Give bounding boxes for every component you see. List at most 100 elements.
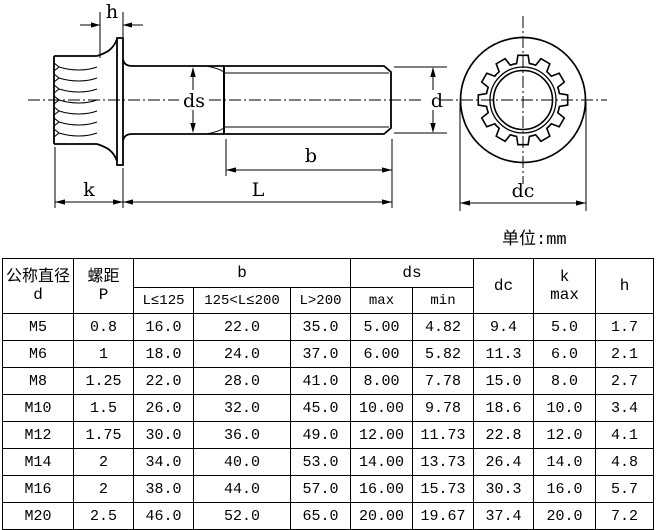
table-cell: 53.0 — [289, 448, 352, 476]
bolt-side-view — [28, 37, 452, 166]
col-header-k: k max — [533, 258, 597, 314]
table-cell: 4.1 — [595, 421, 655, 449]
col-header-dc: dc — [473, 258, 535, 314]
drawing-svg: h ds d b L k — [28, 1, 607, 211]
table-cell: M16 — [2, 475, 74, 503]
table-cell: 15.0 — [473, 367, 535, 395]
dimension-label-ds: ds — [183, 90, 205, 112]
col-header-line: 公称直径 — [5, 267, 70, 286]
bore-circle-inner — [492, 69, 554, 131]
table-cell: 41.0 — [289, 367, 352, 395]
table-cell: 0.8 — [73, 313, 134, 341]
arrowhead — [123, 199, 133, 205]
table-cell: 1.25 — [73, 367, 134, 395]
table-cell: 22.0 — [193, 313, 291, 341]
table-cell: 45.0 — [289, 394, 352, 422]
dimension-label-h: h — [106, 1, 118, 23]
bolt-shank — [122, 58, 224, 142]
arrowhead — [113, 199, 123, 205]
table-cell: 19.67 — [412, 502, 475, 530]
dimension-label-dc: dc — [512, 180, 535, 202]
table-cell: 6.00 — [350, 340, 414, 368]
arrowhead — [382, 167, 392, 173]
col-header-b-le-125: L≤125 — [133, 287, 194, 314]
table-cell: 15.73 — [412, 475, 475, 503]
table-cell: 5.82 — [412, 340, 475, 368]
dimension-dc: dc — [459, 102, 587, 211]
table-cell: 14.0 — [533, 448, 597, 476]
header-row-1: 公称直径 d 螺距 P b ds dc k max h — [2, 258, 655, 314]
bolt-thread-minor-lines — [205, 65, 389, 135]
table-cell: 57.0 — [289, 475, 352, 503]
table-cell: 13.73 — [412, 448, 475, 476]
bolt-thread-outline — [224, 65, 392, 135]
dimension-k: k — [54, 147, 123, 208]
table-cell: 30.3 — [473, 475, 535, 503]
table-cell: 22.8 — [473, 421, 535, 449]
spec-table-header: 公称直径 d 螺距 P b ds dc k max h L≤125 125<L≤… — [2, 258, 655, 314]
bolt-end-view — [441, 16, 607, 184]
arrowhead — [430, 67, 436, 77]
table-cell: 52.0 — [193, 502, 291, 530]
dimension-h: h — [80, 1, 143, 58]
table-cell: 49.0 — [289, 421, 352, 449]
spec-table: 公称直径 d 螺距 P b ds dc k max h L≤125 125<L≤… — [2, 258, 655, 530]
table-cell: 37.4 — [473, 502, 535, 530]
arrowhead — [382, 199, 392, 205]
table-cell: 26.0 — [133, 394, 194, 422]
table-cell: 2 — [73, 448, 134, 476]
table-cell: 16.00 — [350, 475, 414, 503]
bore-circle-outer — [489, 66, 557, 134]
table-cell: 2.7 — [595, 367, 655, 395]
table-cell: 10.0 — [533, 394, 597, 422]
col-header-line: d — [33, 286, 43, 304]
table-cell: M20 — [2, 502, 74, 530]
table-cell: 10.00 — [350, 394, 414, 422]
table-cell: M6 — [2, 340, 74, 368]
arrowhead — [55, 199, 65, 205]
dimension-label-L: L — [252, 179, 265, 201]
col-header-ds-group: ds — [350, 258, 475, 288]
table-cell: M10 — [2, 394, 74, 422]
table-cell: 9.78 — [412, 394, 475, 422]
table-cell: 34.0 — [133, 448, 194, 476]
table-cell: 7.2 — [595, 502, 655, 530]
col-header-line: k — [559, 267, 570, 286]
col-header-b-125-to-200: 125<L≤200 — [193, 287, 291, 314]
arrowhead — [576, 200, 586, 206]
table-cell: 46.0 — [133, 502, 194, 530]
table-cell: 12.0 — [533, 421, 597, 449]
table-cell: 8.00 — [350, 367, 414, 395]
col-header-nominal-diameter: 公称直径 d — [2, 258, 74, 314]
col-header-ds-max: max — [350, 287, 414, 314]
table-cell: 24.0 — [193, 340, 291, 368]
table-cell: 38.0 — [133, 475, 194, 503]
table-cell: 35.0 — [289, 313, 352, 341]
table-cell: 18.0 — [133, 340, 194, 368]
table-cell: 5.7 — [595, 475, 655, 503]
table-cell: 20.00 — [350, 502, 414, 530]
dimension-ds: ds — [183, 67, 205, 133]
table-cell: 44.0 — [193, 475, 291, 503]
table-cell: 14.00 — [350, 448, 414, 476]
dimension-d: d — [394, 66, 447, 134]
arrowhead — [91, 22, 100, 28]
table-cell: 18.6 — [473, 394, 535, 422]
arrowhead — [190, 67, 196, 77]
table-cell: M5 — [2, 313, 74, 341]
table-cell: 37.0 — [289, 340, 352, 368]
table-cell: 2.5 — [73, 502, 134, 530]
col-header-b-group: b — [132, 258, 352, 288]
col-header-line: max — [550, 286, 579, 304]
end-view-centerlines — [441, 16, 607, 184]
table-cell: 65.0 — [289, 502, 352, 530]
table-cell: 6.0 — [533, 340, 597, 368]
dimension-label-d: d — [431, 90, 443, 112]
table-cell: 5.00 — [350, 313, 414, 341]
arrowhead — [226, 167, 236, 173]
